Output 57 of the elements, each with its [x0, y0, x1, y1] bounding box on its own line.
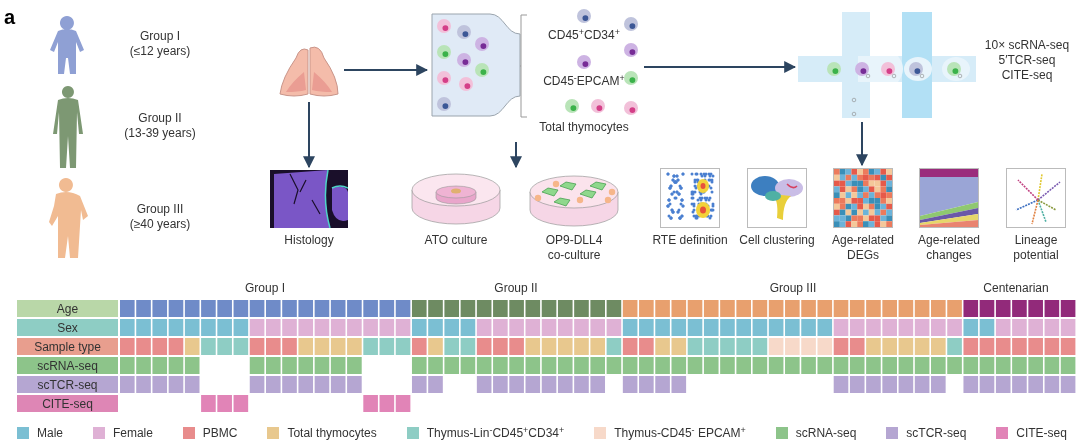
legend-label: scTCR-seq: [906, 425, 967, 442]
thymus-drawing: [278, 44, 340, 98]
person-silhouette: [50, 84, 86, 170]
row-label: Sex: [17, 319, 118, 336]
node-label: Histology: [283, 233, 335, 248]
microfluidic-chip-drawing: [798, 12, 976, 118]
node-label: Age-related changes: [916, 233, 981, 263]
node-label: Group II: [137, 111, 183, 126]
cell-suspension-drawing: [430, 12, 522, 118]
legend-label: Total thymocytes: [287, 425, 377, 442]
population-label: CD45$^{-}$EPCAM$^{+}$: [542, 74, 626, 88]
group-heading: Group I: [244, 280, 286, 297]
cluster-plot-thumbnail: [747, 168, 807, 228]
node-label: CITE-seq: [1000, 68, 1054, 83]
arrow: [643, 61, 797, 73]
legend-label: Female: [112, 425, 153, 442]
area-chart-thumbnail: [919, 168, 979, 228]
node-label: OP9-DLL4 co-culture: [544, 233, 604, 263]
legend-label: scRNA-seq: [795, 425, 857, 442]
arrow: [303, 101, 315, 169]
group-heading: Centenarian: [982, 280, 1050, 297]
legend-label: Thymus-CD45$^{-}$ EPCAM$^{+}$: [614, 424, 746, 442]
row-label: Age: [17, 300, 118, 317]
group-heading: Group II: [493, 280, 539, 297]
node-label: Lineage potential: [1012, 233, 1060, 263]
node-label: RTE definition: [652, 233, 728, 248]
lineage-plot-thumbnail: [1006, 168, 1066, 228]
arrow: [343, 64, 429, 76]
legend-label: CITE-seq: [1016, 425, 1067, 442]
row-label: scRNA-seq: [17, 357, 118, 374]
node-label: Group I: [139, 29, 181, 44]
row-label: Sample type: [17, 338, 118, 355]
heatmap-thumbnail: [833, 168, 893, 228]
row-label: scTCR-seq: [17, 376, 118, 393]
scatter-plot-thumbnail: [660, 168, 720, 228]
node-label: (≤12 years): [128, 44, 192, 59]
node-label: Cell clustering: [739, 233, 815, 248]
legend-label: Male: [37, 425, 63, 442]
panel-letter: a: [4, 5, 17, 30]
node-label: (≥40 years): [128, 217, 192, 232]
arrow: [856, 121, 868, 167]
row-label: CITE-seq: [17, 395, 118, 412]
legend-label: PBMC: [202, 425, 238, 442]
node-label: ATO culture: [423, 233, 489, 248]
node-label: Group III: [135, 202, 185, 217]
person-silhouette: [48, 14, 86, 76]
node-label: (13-39 years): [123, 126, 197, 141]
population-label: Total thymocytes: [538, 120, 630, 134]
node-label: Age-related DEGs: [830, 233, 895, 263]
arrow: [510, 141, 522, 169]
group-heading: Group III: [768, 280, 818, 297]
culture-dish-drawing: [410, 170, 502, 228]
legend-label: Thymus-Lin$^{-}$CD45$^{+}$CD34$^{+}$: [426, 424, 565, 442]
histology-image: [270, 170, 348, 228]
node-label: 10× scRNA-seq: [983, 38, 1071, 53]
node-label: 5′TCR-seq: [997, 53, 1057, 68]
population-label: CD45$^{+}$CD34$^{+}$: [547, 28, 621, 42]
